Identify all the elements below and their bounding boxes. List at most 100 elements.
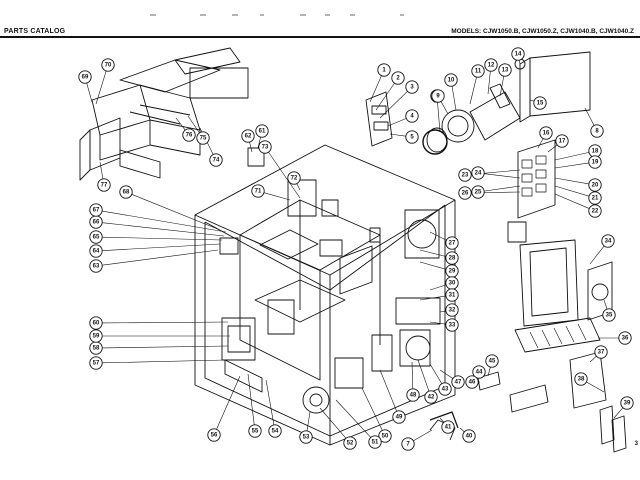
callout-50: 50 [378,429,392,443]
callout-circle [119,185,133,199]
callout-circle [471,185,485,199]
leader-line-13 [499,76,505,97]
callout-number: 40 [466,433,473,439]
leader-line-4 [387,118,407,127]
callout-circle [620,396,634,410]
callout-58: 58 [89,341,103,355]
callout-circle [343,436,357,450]
callout-number: 8 [595,128,599,134]
callout-19: 19 [588,155,602,169]
callout-circle [445,288,459,302]
page-mark: 3 [634,441,638,447]
callout-number: 25 [475,189,482,195]
page-header: PARTS CATALOG MODELS: CJW1050.B, CJW1050… [0,0,640,40]
callout-number: 76 [186,132,193,138]
callout-circle [89,259,103,273]
callout-number: 39 [624,400,631,406]
leader-line-58 [102,345,229,349]
callout-41: 41 [441,420,455,434]
callout-69: 69 [78,70,92,84]
callout-16: 16 [539,126,553,140]
callout-number: 71 [255,188,262,194]
callout-circle [207,428,221,442]
callout-71: 71 [251,184,265,198]
callout-number: 50 [382,433,389,439]
leader-line-53 [306,411,311,431]
callout-number: 58 [93,345,100,351]
leader-line-49 [379,369,397,412]
callout-number: 68 [123,189,130,195]
callout-65: 65 [89,230,103,244]
callout-circle [601,234,615,248]
callout-29: 29 [445,264,459,278]
leader-line-15 [529,99,535,102]
leader-line-22 [554,193,590,209]
callout-number: 30 [449,280,456,286]
leader-line-25 [484,185,521,192]
leader-line-75 [187,115,200,134]
callout-number: 48 [410,392,417,398]
callout-49: 49 [392,410,406,424]
callout-72: 72 [287,171,301,185]
leader-line-8 [584,107,595,126]
callout-64: 64 [89,244,103,258]
callout-33: 33 [445,318,459,332]
callout-number: 69 [82,74,89,80]
callout-3: 3 [405,80,419,94]
callout-circle [588,191,602,205]
leader-line-56 [216,375,241,430]
leader-line-77 [99,161,104,179]
callout-circle [485,354,499,368]
callout-68: 68 [119,185,133,199]
callout-60: 60 [89,316,103,330]
callout-number: 64 [93,248,100,254]
callout-circle [445,251,459,265]
callout-13: 13 [498,63,512,77]
leader-line-6 [437,102,441,133]
callout-70: 70 [101,58,115,72]
leader-line-48 [411,361,414,389]
callout-circle [445,318,459,332]
callout-number: 56 [211,432,218,438]
callout-circle [472,365,486,379]
callout-circle [182,128,196,142]
callout-number: 16 [543,130,550,136]
leader-line-55 [247,373,255,425]
callout-8: 8 [590,124,604,138]
callout-circle [89,244,103,258]
callout-number: 46 [469,379,476,385]
callout-47: 47 [451,375,465,389]
leader-line-32 [439,310,446,313]
callout-circle [406,388,420,402]
leader-line-38 [586,381,605,393]
callout-circle [378,429,392,443]
callout-11: 11 [471,64,485,78]
callout-circle [471,64,485,78]
callout-9: 9 [431,89,445,103]
header-rule [0,36,640,38]
callout-number: 12 [488,62,495,68]
callout-circle [101,58,115,72]
callout-number: 72 [291,175,298,181]
callout-circle [438,382,452,396]
callout-circle [405,80,419,94]
callout-number: 29 [449,268,456,274]
leader-line-67 [102,210,227,233]
callout-number: 23 [462,172,469,178]
callout-circle [458,168,472,182]
callout-66: 66 [89,215,103,229]
callout-circle [401,437,415,451]
leader-line-51 [335,399,372,438]
callout-74: 74 [209,153,223,167]
callout-circle [451,375,465,389]
callout-circle [209,153,223,167]
callout-14: 14 [511,47,525,61]
callout-number: 51 [372,439,379,445]
callout-18: 18 [588,144,602,158]
callout-number: 24 [475,170,482,176]
callout-circle [445,236,459,250]
leader-line-64 [102,243,221,251]
callout-30: 30 [445,276,459,290]
callout-27: 27 [445,236,459,250]
leader-line-71 [263,192,291,201]
